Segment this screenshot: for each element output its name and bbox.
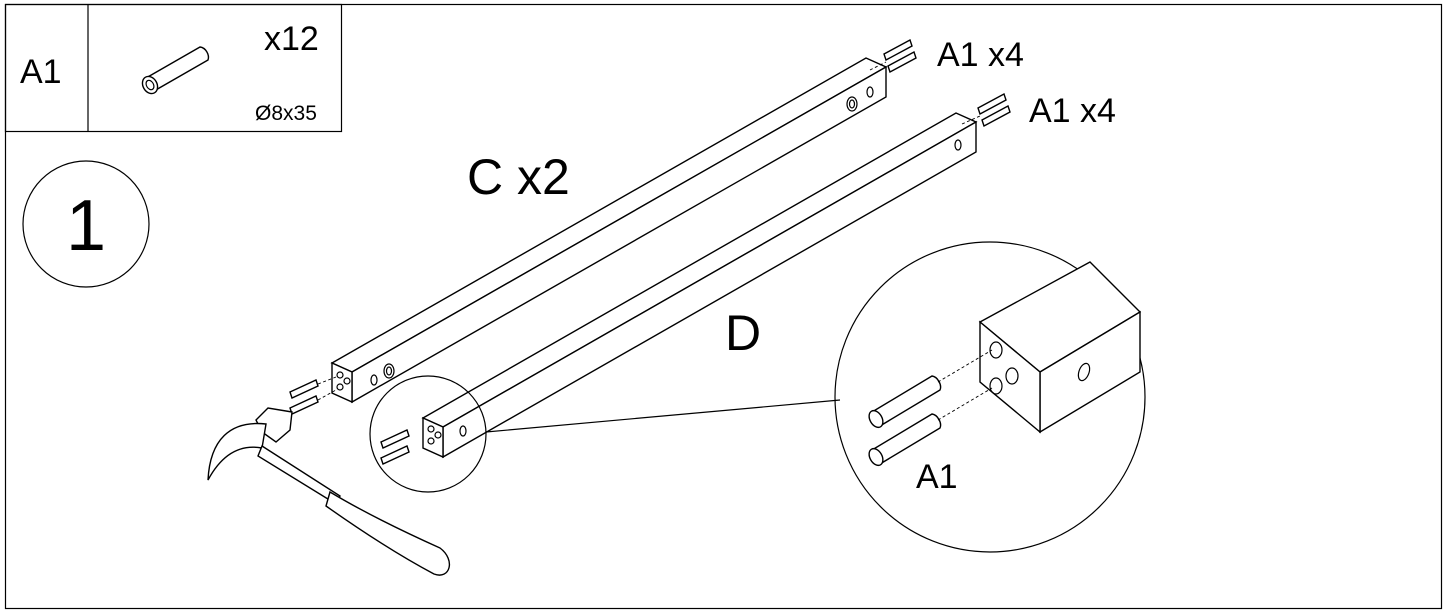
dowels-rail-d-label: A1 x4 bbox=[1029, 92, 1116, 130]
dowels-rail-d-top bbox=[961, 92, 1011, 128]
detail-source-circle bbox=[369, 375, 841, 493]
dowels-rail-c-top bbox=[869, 38, 917, 74]
dowels-rail-c-label: A1 x4 bbox=[937, 36, 1024, 74]
step-number-badge: 1 bbox=[22, 160, 150, 288]
rail-c-label: C x2 bbox=[467, 149, 570, 205]
step-number: 1 bbox=[66, 186, 106, 266]
dowels-rail-c-bottom bbox=[289, 376, 337, 415]
part-id-label: A1 bbox=[20, 53, 62, 91]
rail-c bbox=[330, 57, 888, 404]
part-dimension-label: Ø8x35 bbox=[255, 102, 317, 125]
parts-legend: A1 x12 Ø8x35 bbox=[4, 3, 343, 133]
hammer-icon bbox=[207, 407, 451, 576]
detail-part-label: A1 bbox=[916, 458, 958, 496]
dowel-pin-icon bbox=[141, 46, 210, 95]
rail-d bbox=[421, 112, 978, 459]
part-quantity-label: x12 bbox=[264, 20, 319, 58]
page-frame bbox=[4, 3, 1443, 610]
rail-d-label: D bbox=[725, 305, 761, 361]
detail-magnified-circle bbox=[834, 241, 1146, 553]
